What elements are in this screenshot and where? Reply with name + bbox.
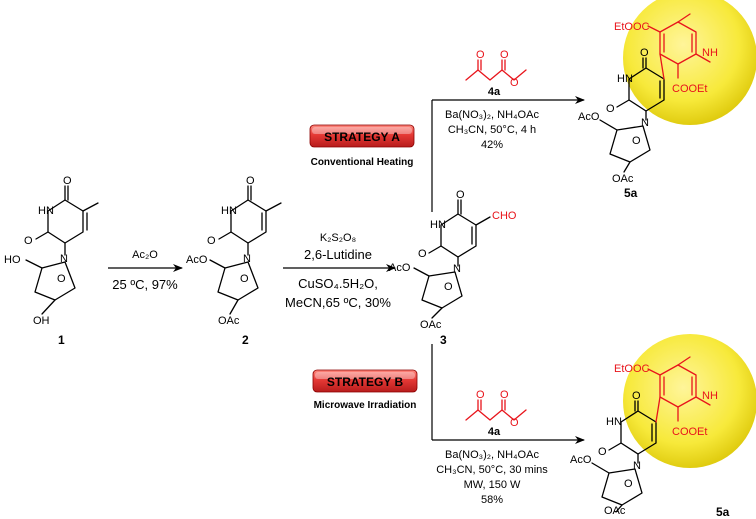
atom-hn: HN: [221, 205, 237, 217]
compound-number: 5a: [716, 505, 730, 519]
highlight-circle-top: [623, 0, 756, 125]
strategy-b-badge: STRATEGY B: [312, 369, 418, 393]
atom-o: O: [456, 189, 465, 201]
atom-n: N: [641, 117, 649, 129]
atom-o: O: [246, 175, 255, 187]
atom-o: O: [24, 235, 33, 247]
strategy-b-subtitle: Microwave Irradiation: [314, 400, 417, 411]
atom-n: N: [633, 460, 641, 472]
atom-n: N: [60, 253, 68, 265]
atom-o: O: [476, 49, 485, 61]
atom-o: O: [510, 77, 519, 89]
step1-reagent: Ac₂O: [132, 249, 158, 261]
strategy-a-badge: STRATEGY A: [309, 124, 415, 148]
atom-hn: HN: [430, 219, 446, 231]
atom-o: O: [418, 248, 427, 260]
atom-cooet: COOEt: [672, 426, 707, 438]
atom-o-ring: O: [240, 273, 249, 285]
atom-oac: OAc: [420, 319, 442, 331]
atom-oac: OAc: [612, 173, 634, 185]
condition-line: Ba(NO₃)₂, NH₄OAc: [445, 109, 539, 121]
atom-hn: HN: [606, 416, 622, 428]
atom-o-ring: O: [57, 273, 66, 285]
strategy-a-label: STRATEGY A: [324, 130, 400, 144]
atom-etooc: EtOOC: [614, 21, 650, 33]
compound-1: O HN O N HO O OH 1: [4, 175, 99, 347]
condition-line: MW, 150 W: [464, 479, 521, 491]
atom-nh: NH: [702, 47, 718, 59]
atom-n: N: [243, 253, 251, 265]
atom-o: O: [500, 389, 509, 401]
atom-nh: NH: [702, 390, 718, 402]
reagent-4a-top: O O O: [465, 49, 527, 89]
atom-aco: AcO: [186, 254, 208, 266]
condition-line: 58%: [481, 494, 503, 506]
compound-5a-bottom: EtOOC NH COOEt O HN O N AcO O OAc 5a: [570, 356, 730, 519]
condition-line: Ba(NO₃)₂, NH₄OAc: [445, 449, 539, 461]
atom-aco: AcO: [578, 111, 600, 123]
atom-aco: AcO: [570, 454, 592, 466]
compound-number: 3: [440, 333, 447, 347]
atom-hn: HN: [617, 73, 633, 85]
atom-o: O: [598, 446, 607, 458]
atom-o: O: [500, 49, 509, 61]
condition-line: CH₃CN, 50°C, 30 mins: [436, 464, 548, 476]
atom-aco: AcO: [389, 262, 411, 274]
step1-conditions: 25 ºC, 97%: [112, 277, 178, 292]
reagent-label: 4a: [488, 86, 501, 98]
atom-o: O: [207, 235, 216, 247]
atom-n: N: [453, 263, 461, 275]
compound-3: O HN O N CHO AcO O OAc 3: [389, 189, 517, 347]
step2-catalyst: CuSO₄.5H₂O,: [298, 276, 378, 291]
reagent-4a-bottom: O O O: [465, 389, 527, 429]
step2-base: 2,6-Lutidine: [304, 247, 372, 262]
atom-o: O: [510, 417, 519, 429]
atom-cho: CHO: [492, 210, 517, 222]
atom-oh: OH: [33, 315, 50, 327]
reagent-label: 4a: [488, 426, 501, 438]
atom-o: O: [476, 389, 485, 401]
compound-2: O HN O N AcO O OAc 2: [186, 175, 282, 347]
atom-hn: HN: [38, 205, 54, 217]
condition-line: CH₃CN, 50°C, 4 h: [448, 124, 536, 136]
atom-o-ring: O: [624, 478, 633, 490]
compound-number: 2: [242, 333, 249, 347]
step2-conditions: MeCN,65 ºC, 30%: [285, 295, 391, 310]
step2-oxidant: K₂S₂O₈: [320, 232, 356, 244]
strategy-b-label: STRATEGY B: [327, 375, 404, 389]
atom-o-ring: O: [444, 281, 453, 293]
atom-ho: HO: [4, 254, 21, 266]
atom-etooc: EtOOC: [614, 363, 650, 375]
compound-number: 1: [58, 333, 65, 347]
atom-o: O: [606, 103, 615, 115]
condition-line: 42%: [481, 139, 503, 151]
atom-o: O: [640, 47, 649, 59]
atom-o: O: [63, 175, 72, 187]
atom-oac: OAc: [604, 505, 626, 517]
atom-cooet: COOEt: [672, 83, 707, 95]
atom-o: O: [632, 390, 641, 402]
compound-number: 5a: [624, 186, 638, 200]
atom-oac: OAc: [218, 315, 240, 327]
compound-5a-top: EtOOC NH COOEt O HN O N AcO O OAc 5a: [578, 13, 718, 200]
atom-o-ring: O: [632, 135, 641, 147]
strategy-a-subtitle: Conventional Heating: [311, 157, 414, 168]
